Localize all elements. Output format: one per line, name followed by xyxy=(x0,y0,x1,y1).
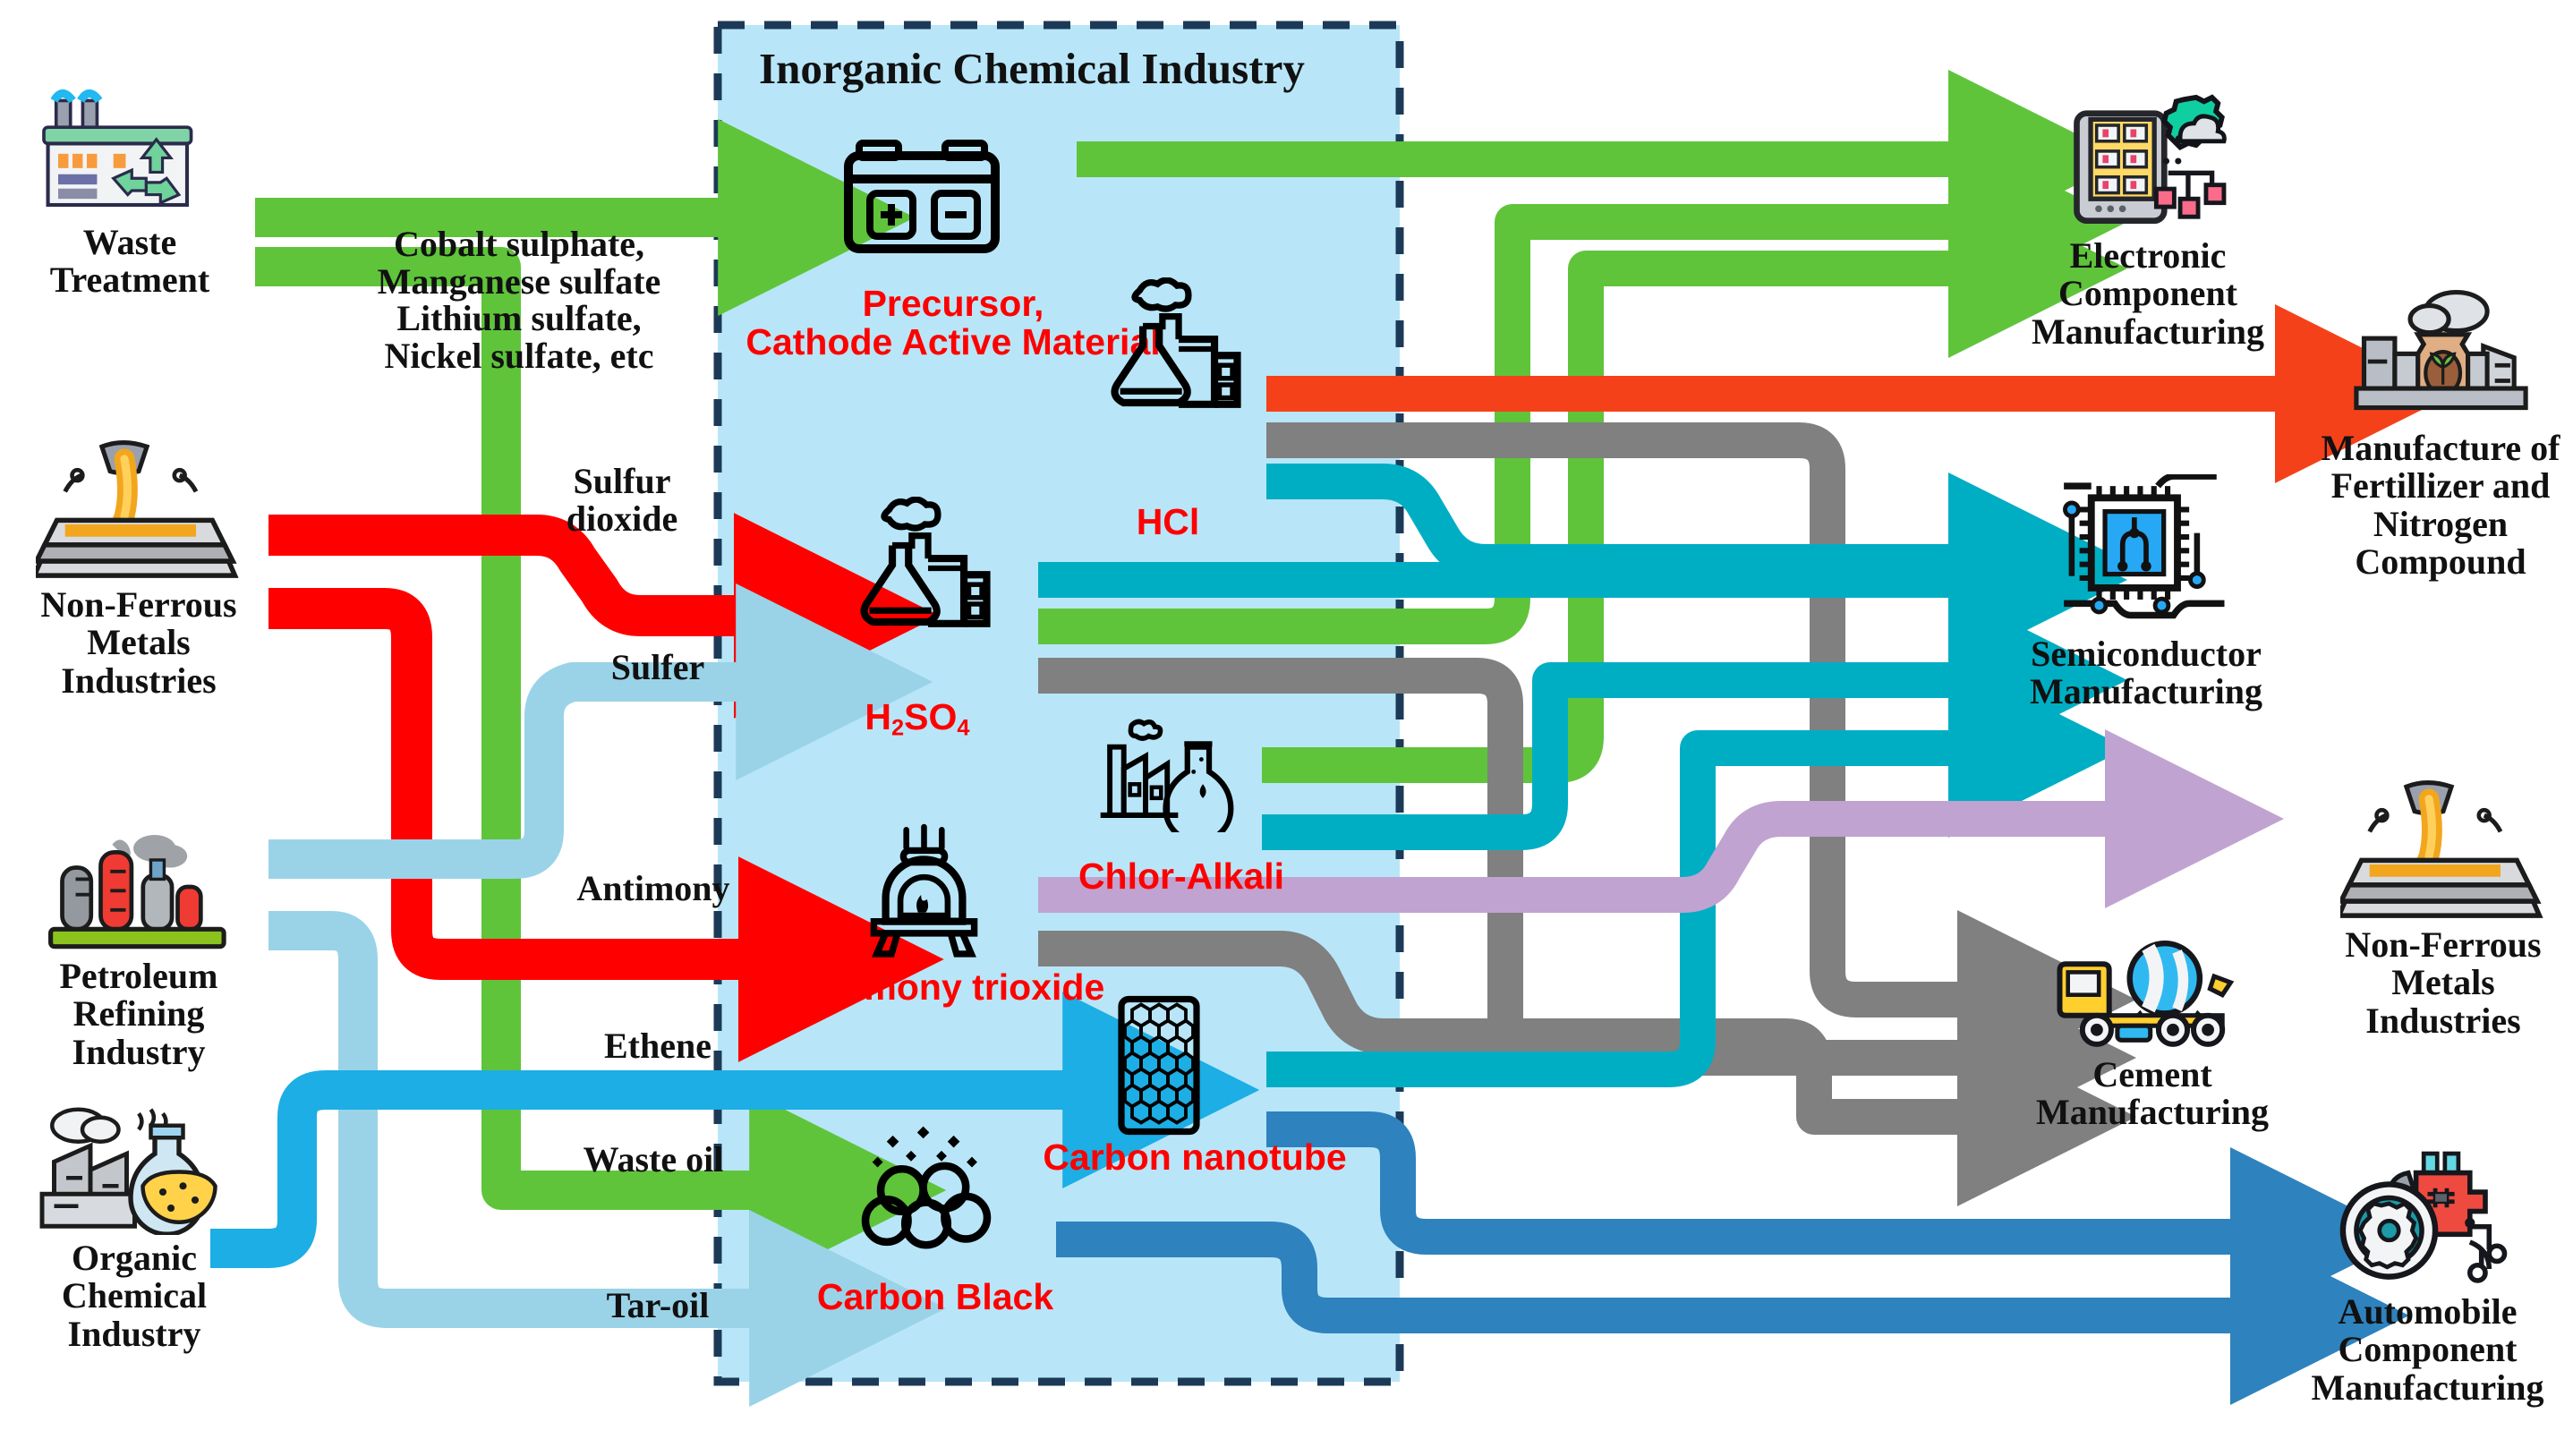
stream-label-waste-oil: Waste oil xyxy=(583,1139,724,1179)
process-label-carbon-nanotube: Carbon nanotube xyxy=(1043,1137,1347,1178)
node-semiconductor[interactable]: Semiconductor Manufacturing xyxy=(1994,473,2298,712)
h2so4-chemical-plant-icon xyxy=(832,496,998,644)
flow-hcl-to-semiconductor xyxy=(1266,464,2127,651)
molten-metal-pour-icon xyxy=(2335,780,2543,918)
flow-nanotube-to-semiconductor xyxy=(1266,659,2127,1087)
gear-circuit-icon xyxy=(2339,1151,2508,1283)
hcl-chemical-plant-icon xyxy=(1083,277,1248,425)
stream-label-metal-sulfates: Cobalt sulphate, Manganese sulfate Lithi… xyxy=(377,224,661,376)
node-electronic-component[interactable]: Electronic Component Manufacturing xyxy=(2000,89,2296,351)
node-non-ferrous-metals-out[interactable]: Non-Ferrous Metals Industries xyxy=(2318,779,2569,1040)
stream-label-sulfur-dioxide: Sulfur dioxide xyxy=(566,461,678,539)
cement-mixer-truck-icon xyxy=(2057,940,2235,1047)
flow-carbonblack-to-automobile xyxy=(1056,1222,2409,1405)
process-label-h2so4: H2SO4 xyxy=(865,696,970,741)
node-waste-treatment[interactable]: Waste Treatment xyxy=(9,76,251,300)
chlor-alkali-factory-flask-icon xyxy=(1087,716,1244,845)
node-organic-chemical[interactable]: Organic Chemical Industry xyxy=(9,1101,260,1353)
fertilizer-plant-icon xyxy=(2353,289,2528,411)
flow-nonferrous-to-antimony xyxy=(268,588,944,1062)
stream-label-ethene: Ethene xyxy=(604,1026,711,1066)
node-label-waste-treatment: Waste Treatment xyxy=(49,222,210,301)
node-cement[interactable]: Cement Manufacturing xyxy=(2009,922,2296,1132)
node-label-non-ferrous-in: Non-Ferrous Metals Industries xyxy=(40,584,237,701)
node-petroleum-refining[interactable]: Petroleum Refining Industry xyxy=(18,832,260,1071)
battery-icon xyxy=(841,125,1020,264)
node-label-semiconductor: Semiconductor Manufacturing xyxy=(2030,634,2262,712)
node-label-non-ferrous-out: Non-Ferrous Metals Industries xyxy=(2345,924,2542,1041)
node-label-cement: Cement Manufacturing xyxy=(2036,1054,2269,1133)
flow-nanotube-to-automobile xyxy=(1266,1111,2409,1326)
flow-antimony-to-cement xyxy=(1038,931,2136,1206)
stream-label-tar-oil: Tar-oil xyxy=(606,1285,710,1325)
flow-h2so4-to-electronic xyxy=(1038,132,2127,644)
node-label-automobile: Automobile Component Manufacturing xyxy=(2311,1291,2544,1408)
flow-antimony-to-nonferrous xyxy=(1038,729,2284,913)
process-label-carbon-black: Carbon Black xyxy=(816,1276,1054,1317)
process-label-chlor-alkali: Chlor-Alkali xyxy=(1078,856,1285,897)
chemical-plant-flask-icon xyxy=(39,1107,217,1237)
flow-petroleum-to-h2so4 xyxy=(268,583,933,879)
stream-label-sulfer: Sulfer xyxy=(610,647,705,687)
node-label-petroleum: Petroleum Refining Industry xyxy=(59,956,218,1072)
node-label-organic-chemical: Organic Chemical Industry xyxy=(61,1238,208,1354)
molten-metal-pour-icon xyxy=(30,440,239,578)
server-cloud-gear-icon xyxy=(2073,94,2227,225)
carbon-particles-icon xyxy=(850,1123,1002,1257)
flow-waste-to-carbonblack xyxy=(255,247,947,1289)
furnace-icon xyxy=(850,823,998,962)
flow-h2so4-to-cement xyxy=(1038,658,2136,1147)
microchip-icon xyxy=(2063,473,2225,619)
process-label-antimony-trioxide: Antimony trioxide xyxy=(792,966,1105,1008)
node-label-electronic-component: Electronic Component Manufacturing xyxy=(2032,235,2264,352)
process-label-hcl: HCl xyxy=(1136,501,1200,542)
node-automobile-component[interactable]: Automobile Component Manufacturing xyxy=(2282,1145,2573,1407)
node-label-fertilizer: Manufacture of Fertillizer and Nitrogen … xyxy=(2321,428,2560,583)
factory-recycle-icon xyxy=(42,89,193,208)
node-non-ferrous-metals-in[interactable]: Non-Ferrous Metals Industries xyxy=(18,439,260,700)
node-fertilizer-nitrogen[interactable]: Manufacture of Fertillizer and Nitrogen … xyxy=(2302,286,2573,582)
inorganic-chemical-industry-title: Inorganic Chemical Industry xyxy=(759,44,1305,93)
stream-label-antimony: Antimony xyxy=(576,868,730,908)
flow-petroleum-to-carbonblack xyxy=(268,911,947,1407)
flow-nonferrous-to-h2so4 xyxy=(268,513,940,719)
nanotube-icon xyxy=(1114,992,1204,1144)
flow-chloralkali-to-semiconductor xyxy=(1262,591,2127,850)
flow-organic-to-nanotube xyxy=(210,992,1260,1268)
refinery-towers-icon xyxy=(47,835,226,949)
flow-hcl-to-cement xyxy=(1266,422,2136,1089)
